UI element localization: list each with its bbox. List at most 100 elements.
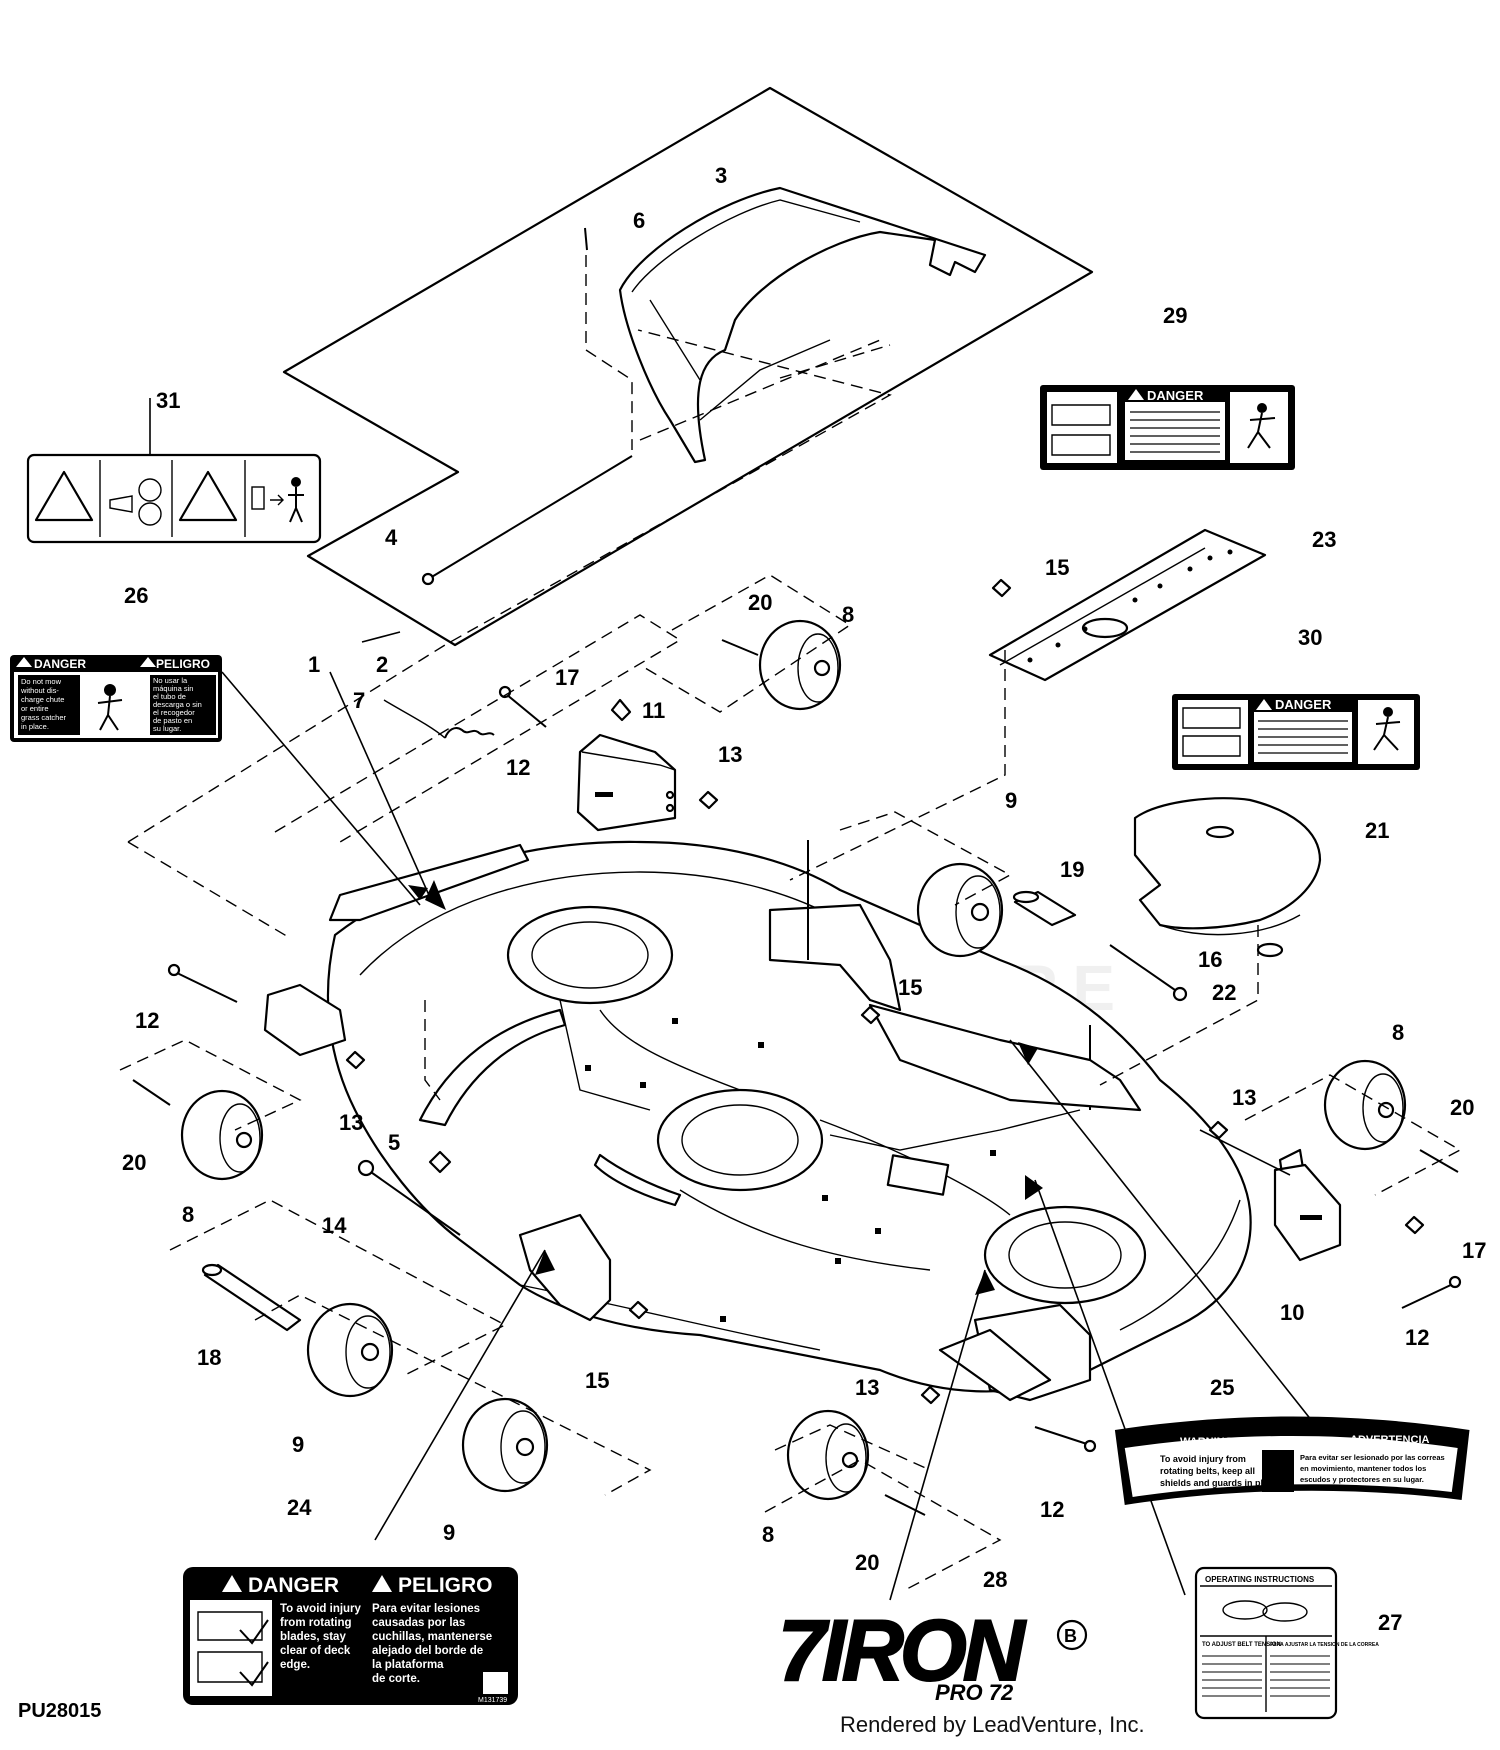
- decal26-en-4: grass catcher: [21, 713, 67, 722]
- thrown-object-icon: [104, 684, 116, 696]
- decal24-es-0: Para evitar lesiones: [372, 1603, 480, 1615]
- callout-18: 18: [197, 1345, 221, 1370]
- callout-1: 1: [308, 652, 320, 677]
- decal29-danger: DANGER: [1147, 388, 1204, 403]
- callout-20a: 20: [748, 590, 772, 615]
- bracket-front-left: [263, 983, 347, 1057]
- decal24-en-0: To avoid injury: [280, 1603, 362, 1615]
- render-credit: Rendered by LeadVenture, Inc.: [840, 1712, 1145, 1737]
- callout-14: 14: [322, 1213, 347, 1238]
- decal27-left-title: TO ADJUST BELT TENSION: [1202, 1642, 1281, 1648]
- callout-17b: 17: [1462, 1238, 1486, 1263]
- assembly-dash-lines: [119, 329, 1462, 1591]
- decal25-advertencia: ADVERTENCIA: [1350, 1434, 1430, 1446]
- callout-7: 7: [353, 688, 365, 713]
- callout-8b: 8: [182, 1202, 194, 1227]
- decal24-en-1: from rotating: [280, 1617, 352, 1629]
- belt-shield-21: [1133, 797, 1322, 936]
- decal-26: DANGER PELIGRO Do not mow without dis- c…: [10, 655, 222, 742]
- logo-pro72: PRO 72: [935, 1680, 1014, 1705]
- mower-deck: [326, 840, 1307, 1402]
- decal24-es-2: cuchillas, mantenerse: [372, 1631, 492, 1643]
- callout-9c: 9: [443, 1520, 455, 1545]
- callout-27: 27: [1378, 1610, 1402, 1635]
- wheel-8-right: [1323, 1059, 1407, 1151]
- bracket-11: [576, 733, 677, 832]
- person-icon: [291, 477, 301, 487]
- badge-circle: [1056, 1619, 1088, 1651]
- callout-8a: 8: [842, 602, 854, 627]
- callout-31: 31: [156, 388, 180, 413]
- callout-8c: 8: [1392, 1020, 1404, 1045]
- wheel-9-mid: [916, 862, 1004, 958]
- decal24-en-2: blades, stay: [280, 1631, 346, 1643]
- logo-7iron: 7IRON: [778, 1603, 1027, 1699]
- callout-22: 22: [1212, 980, 1236, 1005]
- callout-24: 24: [287, 1495, 312, 1520]
- decal25-en-2: shields and guards in place.: [1160, 1478, 1281, 1488]
- decal26-peligro: PELIGRO: [156, 657, 210, 671]
- callout-6: 6: [633, 208, 645, 233]
- callout-26: 26: [124, 583, 148, 608]
- shaft-18: [201, 1263, 302, 1332]
- callout-9a: 9: [1005, 788, 1017, 813]
- callout-23: 23: [1312, 527, 1336, 552]
- callout-12a: 12: [506, 755, 530, 780]
- spring-7: [383, 699, 446, 739]
- logo-badge: B: [1064, 1626, 1077, 1646]
- wheel-8-left: [180, 1089, 264, 1181]
- decal27-title: OPERATING INSTRUCTIONS: [1205, 1575, 1315, 1584]
- callout-2: 2: [376, 652, 388, 677]
- decal24-code: M131739: [478, 1697, 507, 1704]
- decal-27: OPERATING INSTRUCTIONS TO ADJUST BELT TE…: [1194, 1566, 1379, 1720]
- nut-15-top: [991, 578, 1012, 598]
- warning-triangle-icon: [34, 470, 94, 522]
- callout-17a: 17: [555, 665, 579, 690]
- decal26-es-1: máquina sin: [153, 684, 193, 693]
- decal25-es-0: Para evitar ser lesionado por las correa…: [1300, 1453, 1445, 1462]
- nut-17-top: [610, 698, 632, 722]
- decal25-warning: WARNING: [1180, 1436, 1233, 1448]
- callout-15a: 15: [1045, 555, 1069, 580]
- decal26-en-2: charge chute: [21, 695, 64, 704]
- callout-3: 3: [715, 163, 727, 188]
- decal26-en-0: Do not mow: [21, 677, 62, 686]
- callout-29: 29: [1163, 303, 1187, 328]
- callout-21: 21: [1365, 818, 1389, 843]
- decal27-right-title: PARA AJUSTAR LA TENSION DE LA CORREA: [1270, 1642, 1379, 1648]
- callout-20d: 20: [855, 1550, 879, 1575]
- callout-8d: 8: [762, 1522, 774, 1547]
- plug-22: [1256, 942, 1284, 958]
- callout-15c: 15: [585, 1368, 609, 1393]
- callout-10: 10: [1280, 1300, 1304, 1325]
- decal24-es-5: de corte.: [372, 1673, 420, 1685]
- leader-arrows: [408, 880, 1043, 1295]
- decal-31: [26, 453, 322, 544]
- callout-4: 4: [385, 525, 398, 550]
- chute-cover: [618, 186, 987, 464]
- callout-5: 5: [388, 1130, 400, 1155]
- callout-15b: 15: [898, 975, 922, 1000]
- decal26-es-3: descarga o sin: [153, 700, 202, 709]
- decal24-es-3: alejado del borde de: [372, 1645, 483, 1657]
- decal26-en-3: or entire: [21, 704, 49, 713]
- bolt-16: [1109, 944, 1188, 1002]
- callout-12b: 12: [135, 1008, 159, 1033]
- warning-triangle-icon-2: [178, 470, 238, 522]
- decal24-en-3: clear of deck: [280, 1645, 351, 1657]
- decal26-en-1: without dis-: [20, 686, 59, 695]
- callout-28: 28: [983, 1567, 1007, 1592]
- wheel-8-lower: [786, 1409, 870, 1501]
- callout-20b: 20: [122, 1150, 146, 1175]
- leader-lines: [149, 398, 1336, 1601]
- decal26-es-0: No usar la: [153, 676, 188, 685]
- decal26-es-6: su lugar.: [153, 724, 181, 733]
- decal25-es-2: escudos y protectores en su lugar.: [1300, 1475, 1424, 1484]
- callout-13b: 13: [339, 1110, 363, 1135]
- rotating-blade-icon: [138, 478, 162, 502]
- decal-24: DANGER PELIGRO To avoid injury from rota…: [183, 1567, 518, 1705]
- decal24-es-1: causadas por las: [372, 1617, 465, 1629]
- decal24-es-4: la plataforma: [372, 1659, 444, 1671]
- figure-code: PU28015: [18, 1700, 102, 1722]
